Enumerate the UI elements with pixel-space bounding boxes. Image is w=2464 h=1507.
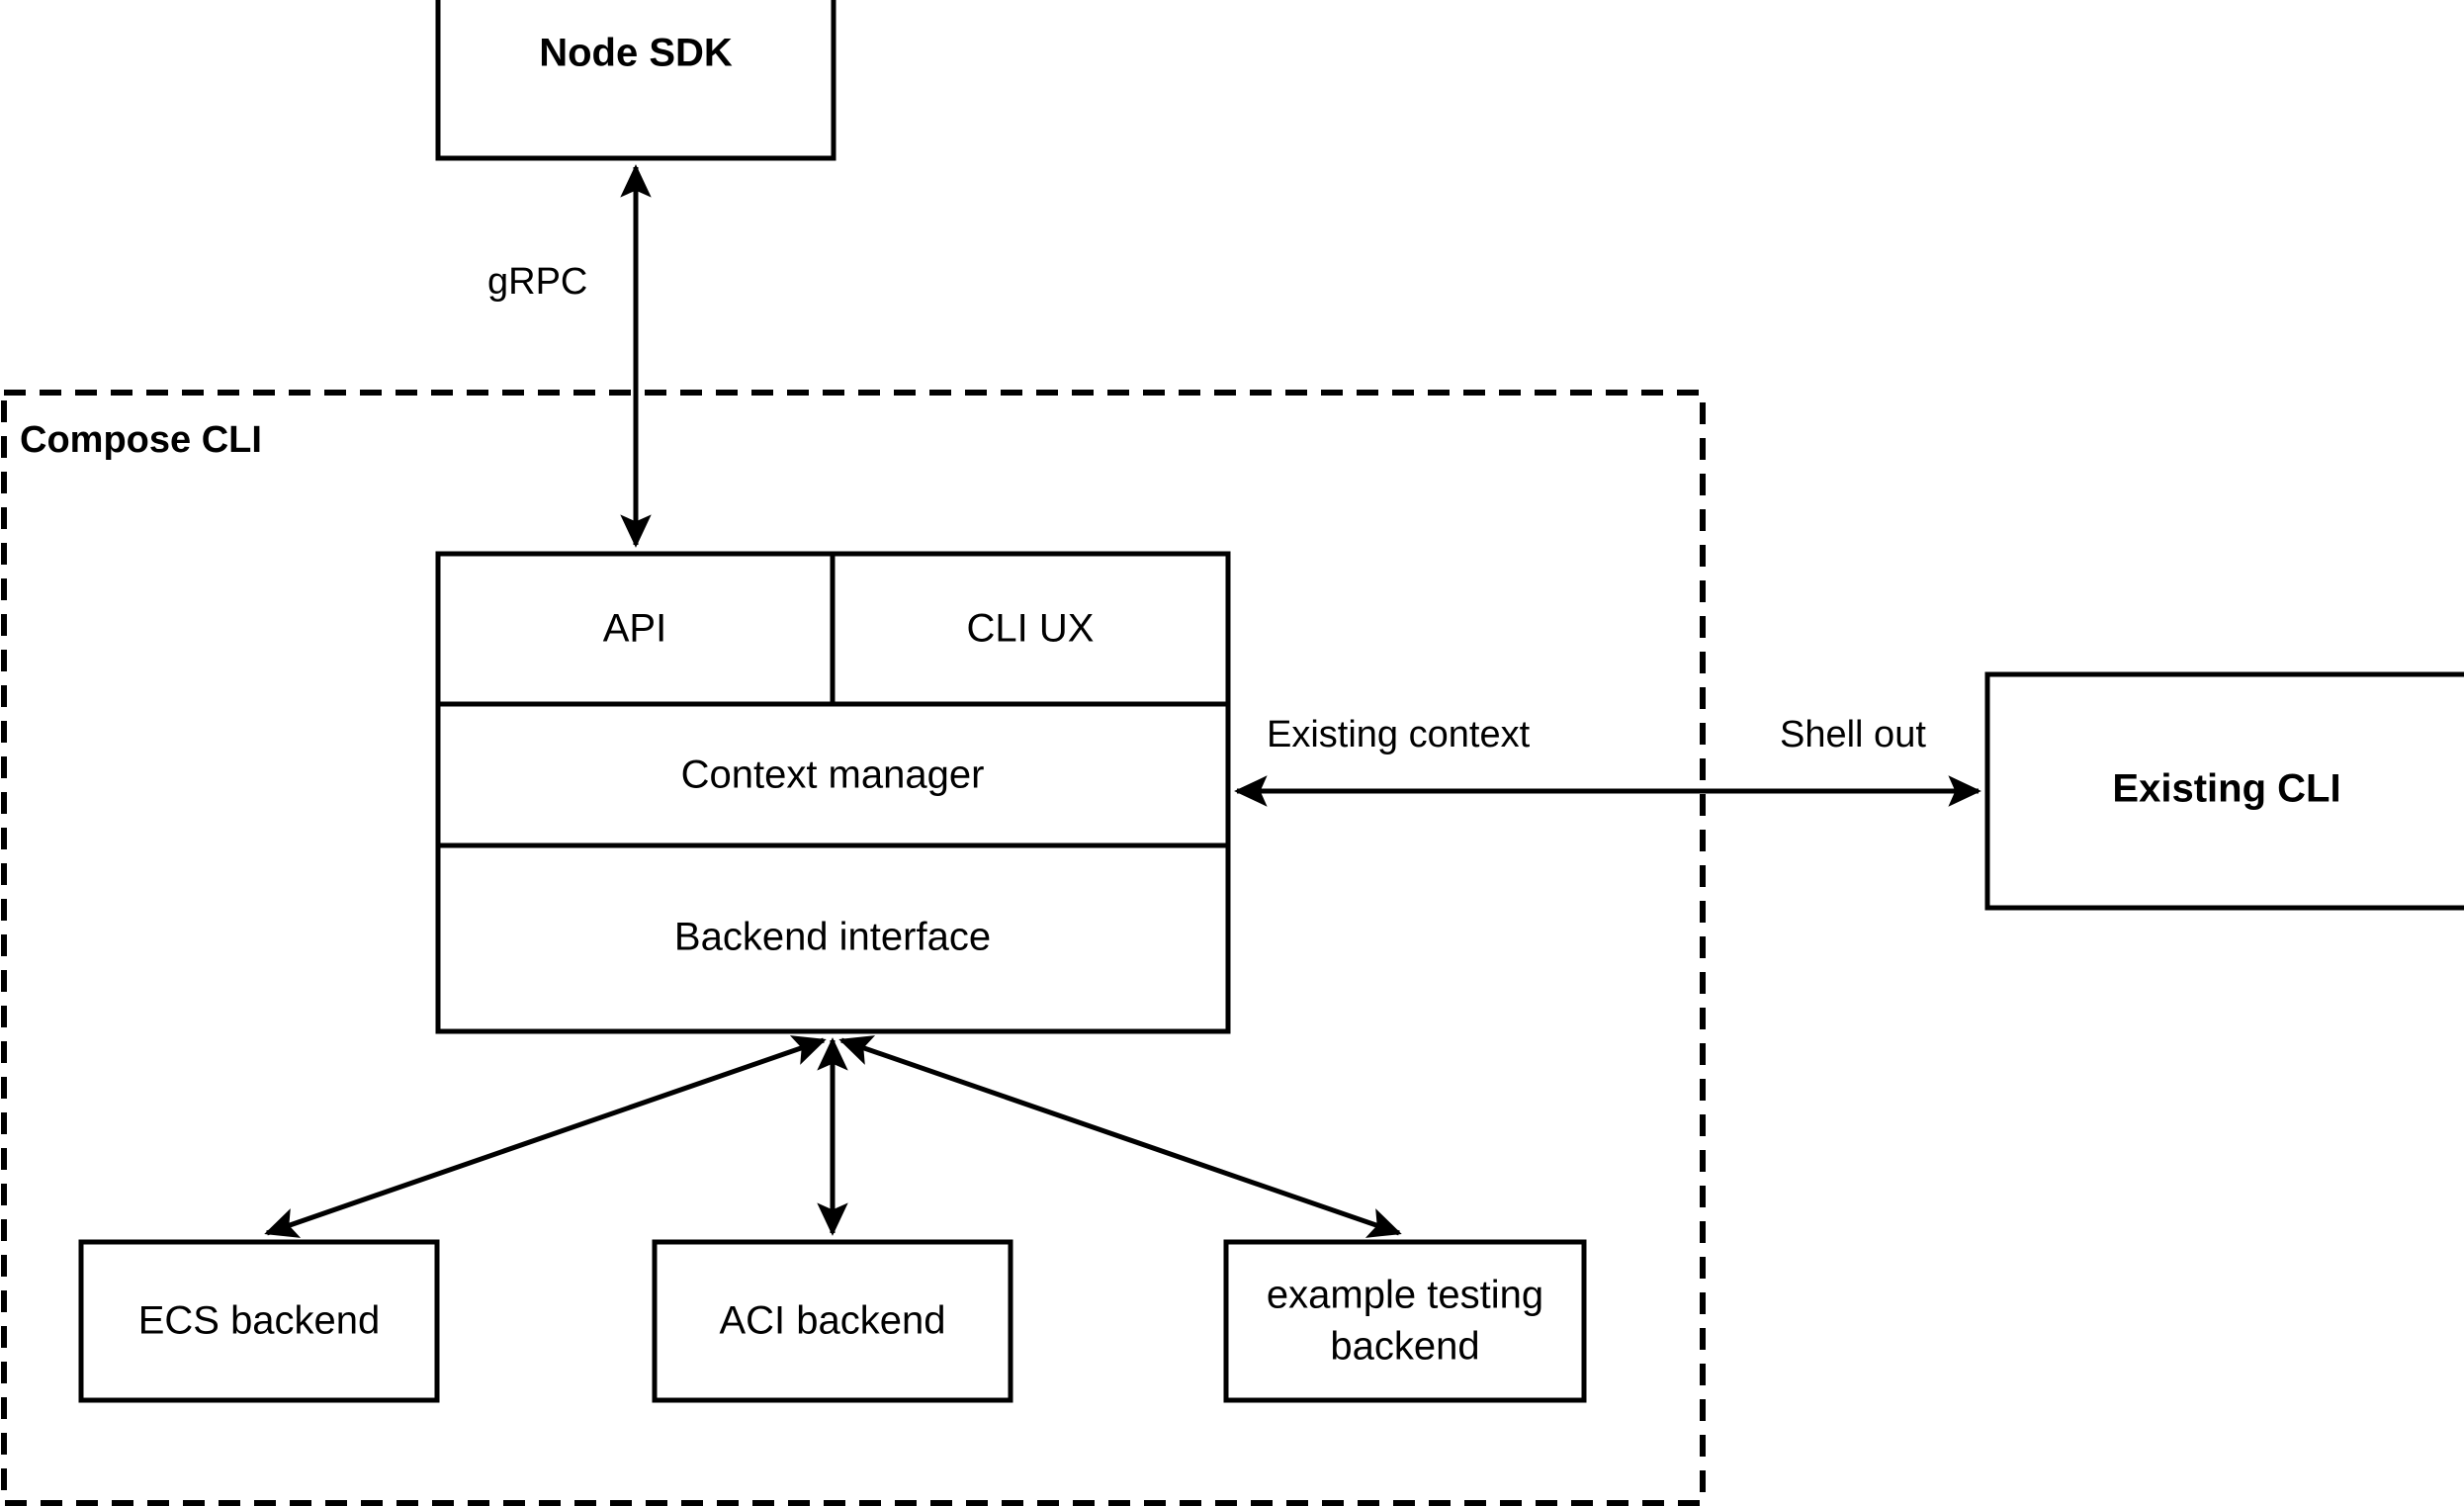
- backend-to-ecs-connector: [264, 1035, 827, 1238]
- backend-to-example-connector: [838, 1035, 1402, 1238]
- node-sdk-box: [435, 0, 836, 161]
- example-testing-backend-label-line2: backend: [1330, 1325, 1479, 1369]
- existing-context-edge-label: Existing context: [1267, 714, 1531, 755]
- compose-cli-core-stack: [435, 551, 1231, 1034]
- ecs-backend-label: ECS backend: [138, 1299, 381, 1343]
- ecs-backend-box: [78, 1239, 440, 1403]
- aci-backend-label: ACI backend: [719, 1299, 945, 1343]
- api-label: API: [603, 607, 666, 651]
- example-testing-backend-label-line1: example testing: [1267, 1274, 1543, 1317]
- shell-out-edge-label: Shell out: [1780, 714, 1926, 755]
- existing-cli-label: Existing CLI: [2112, 767, 2340, 811]
- node-sdk-label: Node SDK: [539, 32, 733, 75]
- context-manager-label: Context manager: [681, 754, 985, 797]
- aci-backend-box: [652, 1239, 1013, 1403]
- grpc-edge-label: gRPC: [487, 261, 587, 303]
- example-testing-backend-box: [1223, 1239, 1587, 1403]
- compose-cli-group-label: Compose CLI: [20, 419, 262, 461]
- compose-cli-group-boundary: [1, 390, 1706, 1506]
- existing-cli-box: [1984, 671, 2464, 911]
- cli-ux-label: CLI UX: [967, 607, 1095, 651]
- backend-interface-label: Backend interface: [674, 916, 991, 959]
